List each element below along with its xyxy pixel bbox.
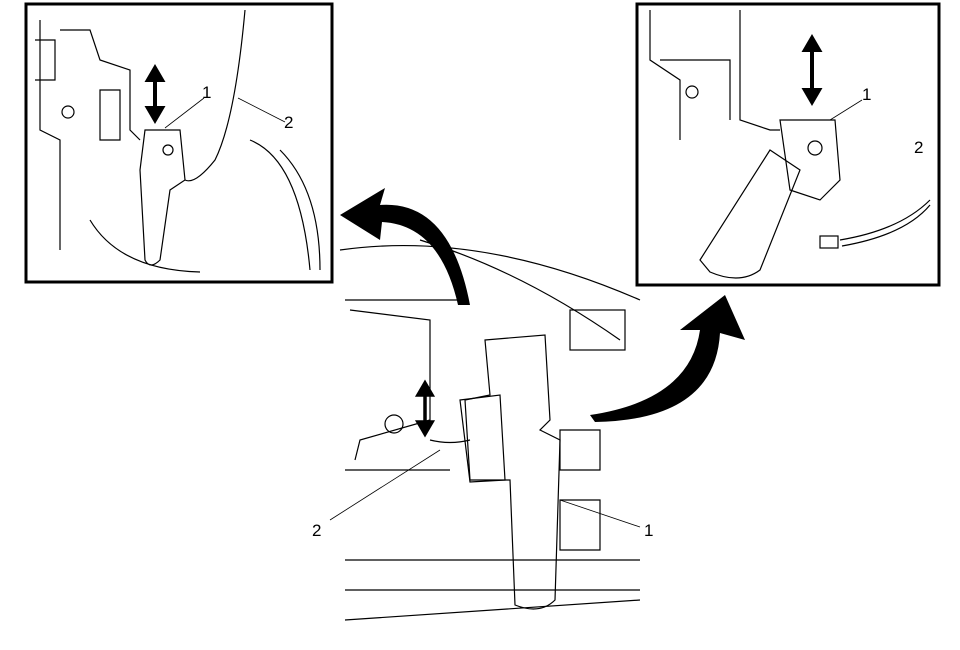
left-double-arrow-icon [144, 64, 166, 124]
left-inset-view: 1 2 [24, 2, 334, 284]
main-view: 2 1 [312, 239, 653, 621]
main-double-arrow-icon [414, 379, 436, 438]
main-callout-1: 1 [644, 521, 653, 540]
right-callout-1: 1 [862, 85, 871, 104]
main-callout-2: 2 [312, 521, 321, 540]
curved-arrow-to-left-inset-icon [340, 188, 470, 305]
right-harness-wire [839, 199, 931, 247]
left-callout-2: 2 [284, 113, 293, 132]
left-harness-wire [184, 9, 246, 182]
main-accelerator-pedal [464, 334, 561, 610]
right-double-arrow-icon [801, 34, 823, 106]
left-callout-1: 1 [202, 83, 211, 102]
left-pedal-sensor [139, 129, 186, 266]
right-inset-view: 1 2 [635, 2, 941, 287]
curved-arrow-to-right-inset-icon [590, 295, 745, 422]
main-harness-wire [429, 439, 471, 444]
right-sensor-mount [779, 119, 841, 201]
right-callout-2: 2 [914, 138, 923, 157]
right-pedal-sensor [699, 149, 801, 279]
